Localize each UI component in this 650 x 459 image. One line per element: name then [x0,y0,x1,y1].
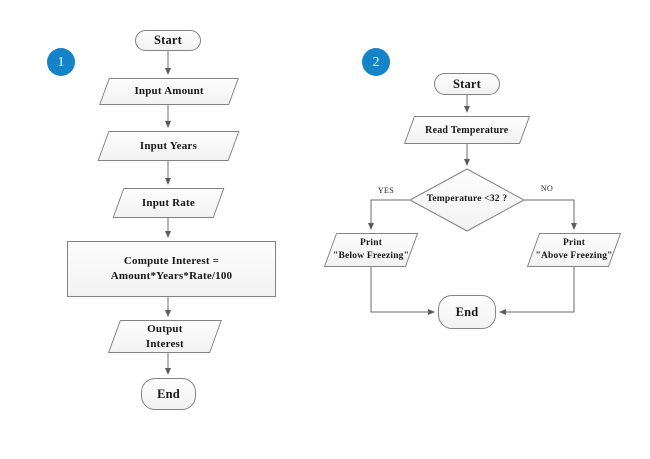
f1-input-amount-io: Input Amount [99,78,239,105]
f1-input-years-io: Input Years [97,131,240,161]
f1-input-amount-label: Input Amount [134,85,204,98]
f1-output-line1: Output [147,322,183,335]
f2-end-label: End [455,304,479,319]
f2-print-above-line2: "Above Freezing" [535,251,613,261]
f2-print-below-line2: "Below Freezing" [332,251,410,261]
f2-start-label: Start [452,76,482,91]
f1-input-rate-label: Input Rate [141,196,196,209]
f2-connector-no-branch [524,199,577,230]
flowchart1-number-badge: 1 [47,48,75,76]
f1-input-rate-io: Input Rate [112,188,225,218]
f2-no-branch-label: NO [540,184,554,193]
f1-end-label: End [157,386,180,401]
f1-input-years-label: Input Years [139,139,198,152]
f2-end-terminator: End [438,295,496,329]
flowchart2-number-badge: 2 [362,48,390,76]
f1-compute-line1: Compute Interest = [123,255,220,268]
f2-start-terminator: Start [434,73,500,95]
f2-print-above-io: Print "Above Freezing" [526,233,622,267]
f1-start-label: Start [153,33,183,48]
f1-output-interest-io: Output Interest [107,320,223,353]
f1-compute-line2: Amount*Years*Rate/100 [110,270,233,282]
f2-print-above-line1: Print [562,238,586,249]
f2-yes-branch-label: YES [377,186,395,195]
f2-print-above-label: Print "Above Freezing" [534,237,614,263]
f2-print-below-label: Print "Below Freezing" [331,237,411,263]
f1-end-terminator: End [141,378,196,410]
f2-print-below-io: Print "Below Freezing" [323,233,419,267]
f2-read-temperature-label: Read Temperature [425,124,509,136]
flowchart1-number: 1 [57,54,65,69]
f2-connector-yes-branch [368,199,410,230]
f1-output-line2: Interest [145,337,185,350]
flowchart2-number: 2 [372,54,380,69]
f2-read-temperature-io: Read Temperature [403,116,531,144]
f2-connector-below-to-end [370,267,435,315]
f2-decision-diamond [408,168,526,232]
f2-print-below-line1: Print [359,238,383,249]
f2-connector-above-to-end [499,267,575,315]
f1-output-interest-label: Output Interest [115,322,215,352]
f1-start-terminator: Start [135,30,201,51]
f2-decision-label: Temperature <32 ? [426,194,508,204]
f1-compute-process: Compute Interest = Amount*Years*Rate/100 [67,241,276,297]
